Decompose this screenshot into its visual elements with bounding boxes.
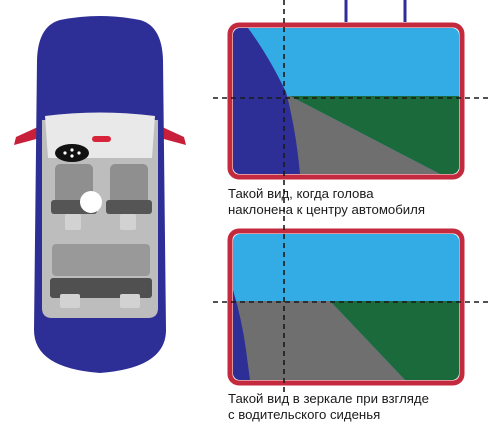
- car-top-view: [14, 16, 186, 373]
- guide-lines: [213, 0, 488, 392]
- car-side-reflection: [233, 290, 250, 380]
- caption-line: Такой вид в зеркале при взгляде: [228, 391, 429, 406]
- mirror-frame-bottom: [227, 228, 465, 386]
- road-area: [233, 301, 405, 380]
- caption-head-tilted: Такой вид, когда голова наклонена к цент…: [228, 186, 496, 218]
- caption-line: Такой вид, когда голова: [228, 186, 374, 201]
- driver-head-icon: [80, 191, 102, 213]
- right-side-mirror: [160, 126, 186, 145]
- left-side-mirror: [14, 126, 40, 145]
- caption-line: с водительского сиденья: [228, 407, 381, 422]
- caption-line: наклонена к центру автомобиля: [228, 202, 425, 217]
- rear-seat: [50, 244, 152, 308]
- grass-area: [290, 96, 459, 174]
- dashboard-red-indicator: [92, 136, 111, 142]
- steering-wheel-icon: [55, 144, 89, 162]
- front-right-seat: [106, 164, 152, 230]
- grass-area: [330, 301, 459, 380]
- mirror-frame-top: [227, 22, 465, 180]
- caption-driver-seat: Такой вид в зеркале при взгляде с водите…: [228, 391, 496, 423]
- mirror-view-driver-seat: [227, 228, 465, 386]
- mirror-view-head-tilted: [227, 22, 465, 180]
